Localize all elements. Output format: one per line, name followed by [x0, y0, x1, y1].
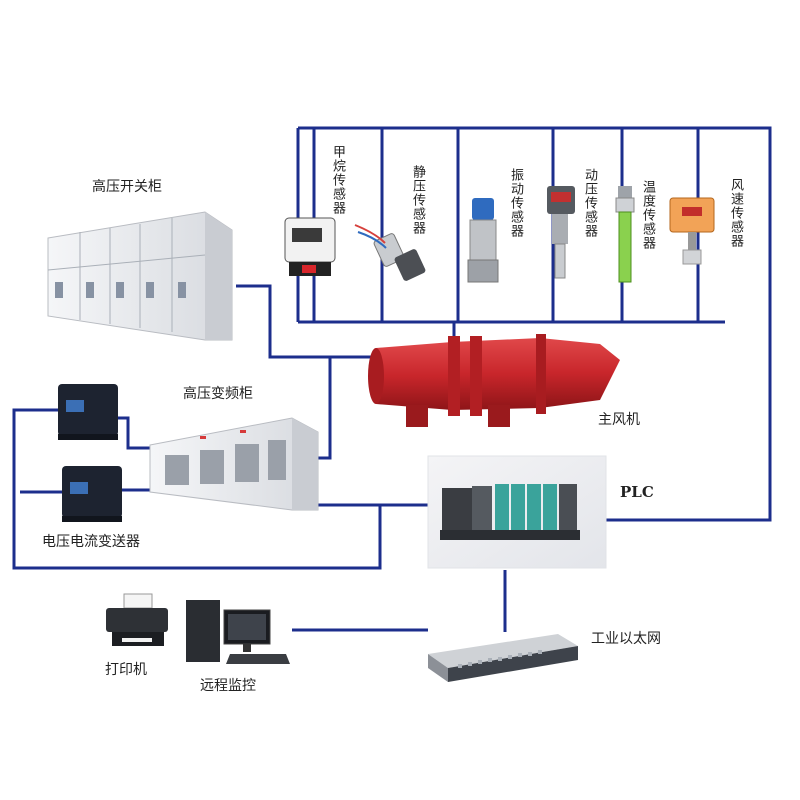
ethernet-label: 工业以太网 — [591, 631, 661, 647]
vfd-label: 高压变频柜 — [183, 386, 253, 402]
vfd-cabinet-icon — [149, 417, 319, 511]
plc-icon — [427, 455, 607, 569]
sensor-label-dynamic-pressure: 动压传感器 — [582, 168, 597, 238]
main-fan-icon — [368, 334, 620, 427]
connection-lines — [12, 126, 772, 632]
switchgear-cabinet — [47, 211, 233, 341]
sensor-label-wind-speed: 风速传感器 — [728, 178, 743, 248]
ethernet-switch-icon — [428, 634, 578, 682]
remote-label: 远程监控 — [200, 678, 256, 694]
sensor-label-temperature: 温度传感器 — [640, 180, 655, 250]
sensor-label-methane: 甲烷传感器 — [330, 145, 345, 215]
sensor-label-static-pressure: 静压传感器 — [410, 165, 425, 235]
dynamic-pressure-sensor-icon — [547, 186, 575, 279]
transmitter-icon-2 — [62, 466, 122, 522]
sensor-bus-top — [298, 126, 772, 522]
computer-icon — [186, 600, 290, 664]
vibration-sensor-icon — [467, 198, 499, 283]
static-pressure-sensor-icon — [354, 224, 426, 281]
methane-sensor-icon — [284, 217, 336, 276]
wind-speed-sensor-icon — [669, 197, 715, 265]
printer-icon — [106, 593, 168, 646]
printer-label: 打印机 — [105, 662, 147, 678]
vfd-to-fan — [318, 357, 332, 460]
main-fan-label: 主风机 — [598, 412, 640, 428]
transmitter-label: 电压电流变送器 — [42, 534, 140, 550]
switchgear-to-fan — [236, 284, 376, 359]
switchgear-label: 高压开关柜 — [92, 179, 162, 195]
transmitter-icon-1 — [58, 384, 118, 440]
temperature-sensor-icon — [615, 186, 635, 283]
plc-label: PLC — [620, 483, 654, 501]
sensor-label-vibration: 振动传感器 — [508, 168, 523, 238]
